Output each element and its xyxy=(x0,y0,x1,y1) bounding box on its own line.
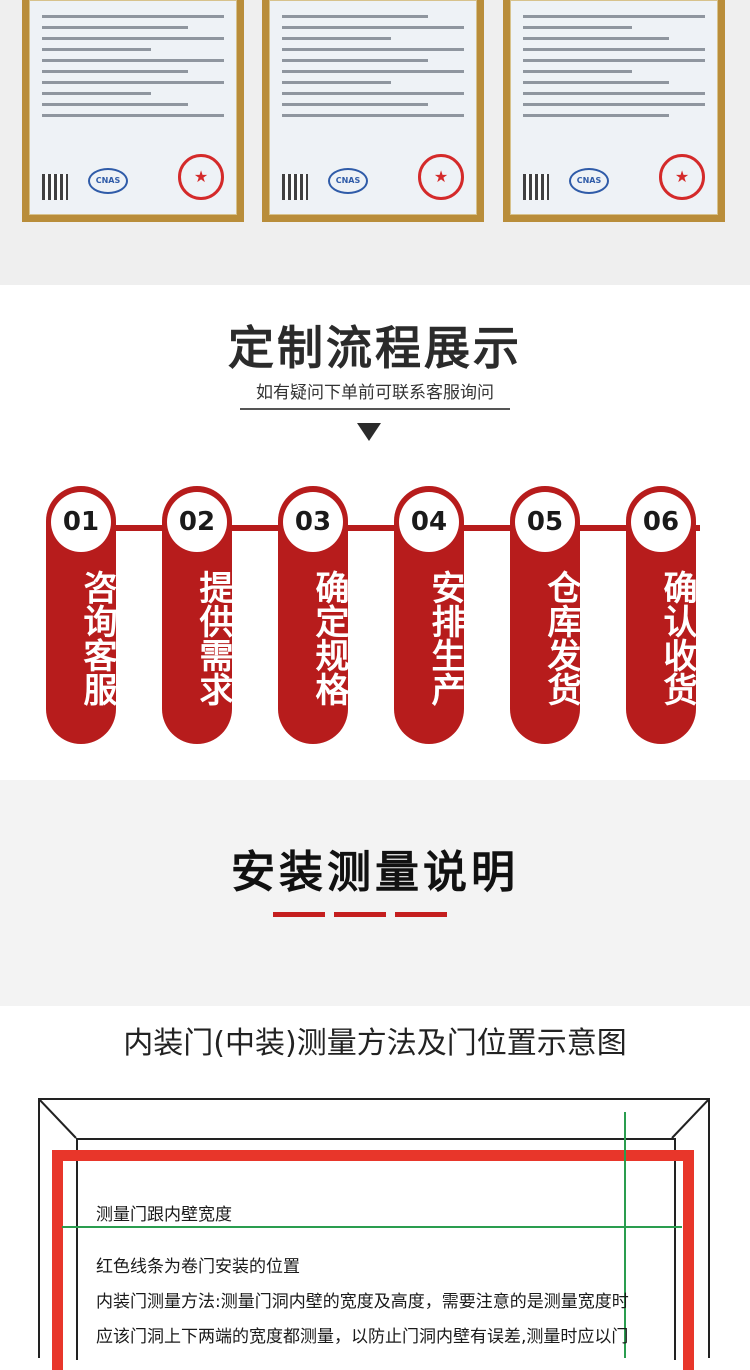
step-label: 确定规格 xyxy=(309,570,349,706)
diagram-title: 内装门(中装)测量方法及门位置示意图 xyxy=(123,1026,627,1061)
qr-code-icon xyxy=(282,174,308,200)
step-number: 04 xyxy=(399,492,459,552)
wall-outline xyxy=(38,1098,710,1358)
width-measure-line xyxy=(62,1226,682,1228)
red-line-label: 红色线条为卷门安装的位置 xyxy=(96,1257,300,1277)
step-label: 咨询客服 xyxy=(77,570,117,706)
seal-stamp-icon xyxy=(418,154,464,200)
process-step-1: 01 咨询客服 xyxy=(46,486,117,744)
arrow-down-icon xyxy=(357,423,381,441)
certificate-image-3: CNAS xyxy=(503,0,725,222)
title-dash-3 xyxy=(395,912,447,917)
title-dash-1 xyxy=(273,912,325,917)
step-label: 仓库发货 xyxy=(541,570,581,706)
step-label: 安排生产 xyxy=(425,570,465,706)
process-subtitle-box: 如有疑问下单前可联系客服询问 xyxy=(240,378,510,410)
install-section-banner xyxy=(0,780,750,1006)
process-subtitle: 如有疑问下单前可联系客服询问 xyxy=(256,383,494,403)
process-step-5: 05 仓库发货 xyxy=(510,486,581,744)
process-step-6: 06 确认收货 xyxy=(626,486,697,744)
width-label: 测量门跟内壁宽度 xyxy=(96,1205,232,1225)
step-number: 03 xyxy=(283,492,343,552)
step-number: 05 xyxy=(515,492,575,552)
certificate-image-1: CNAS xyxy=(22,0,244,222)
process-step-2: 02 提供需求 xyxy=(162,486,233,744)
process-step-4: 04 安排生产 xyxy=(394,486,465,744)
height-measure-line xyxy=(624,1112,626,1358)
door-diagram: 测量门跟内壁宽度 红色线条为卷门安装的位置 内装门测量方法:测量门洞内壁的宽度及… xyxy=(38,1098,710,1370)
wall-corner-lines xyxy=(38,1098,710,1139)
method-text-1: 内装门测量方法:测量门洞内壁的宽度及高度，需要注意的是测量宽度时 xyxy=(96,1292,629,1312)
step-label: 提供需求 xyxy=(193,570,233,706)
step-number: 02 xyxy=(167,492,227,552)
qr-code-icon xyxy=(42,174,68,200)
certificate-strip: CNAS CNAS xyxy=(0,0,750,285)
method-text-2: 应该门洞上下两端的宽度都测量，以防止门洞内壁有误差,测量时应以门 xyxy=(96,1327,629,1347)
title-dash-2 xyxy=(334,912,386,917)
seal-stamp-icon xyxy=(178,154,224,200)
cnas-logo-icon: CNAS xyxy=(88,168,128,194)
step-label: 确认收货 xyxy=(657,570,697,706)
qr-code-icon xyxy=(523,174,549,200)
process-step-3: 03 确定规格 xyxy=(278,486,349,744)
rolling-door-position-frame xyxy=(52,1150,694,1370)
certificate-image-2: CNAS xyxy=(262,0,484,222)
cnas-logo-icon: CNAS xyxy=(569,168,609,194)
seal-stamp-icon xyxy=(659,154,705,200)
step-number: 06 xyxy=(631,492,691,552)
door-opening-outline xyxy=(76,1138,676,1360)
process-connector-line xyxy=(50,525,700,531)
process-title: 定制流程展示 xyxy=(228,321,522,375)
cnas-logo-icon: CNAS xyxy=(328,168,368,194)
step-number: 01 xyxy=(51,492,111,552)
install-title: 安装测量说明 xyxy=(231,847,519,898)
